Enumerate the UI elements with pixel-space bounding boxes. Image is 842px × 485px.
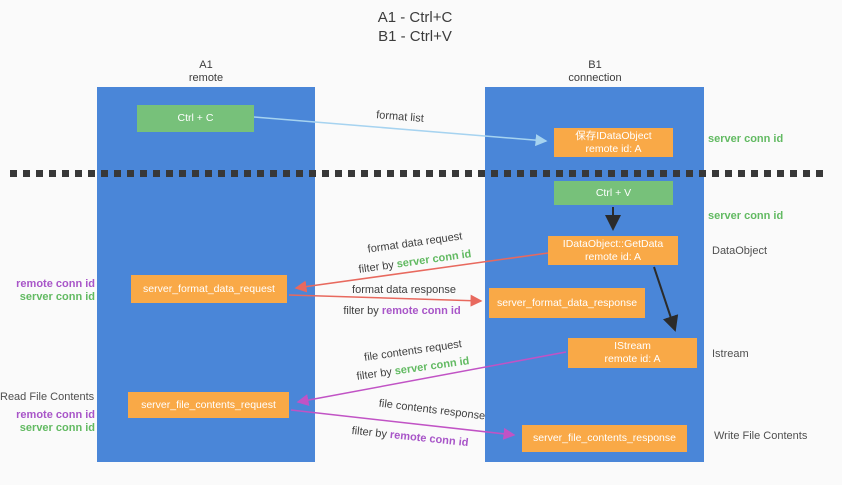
column-b1-role: connection [568, 72, 622, 84]
diagram-title: A1 - Ctrl+C B1 - Ctrl+V [300, 8, 530, 46]
istream-line2: remote id: A [604, 353, 661, 365]
column-a1-role: remote [188, 72, 224, 84]
getdata-line2: remote id: A [584, 250, 642, 263]
server-conn-id-label-mid: server conn id [708, 210, 784, 222]
dataobject-label: DataObject [712, 245, 768, 257]
ctrl-c-label: Ctrl + C [177, 112, 214, 124]
ctrl-c-box: Ctrl + C [137, 105, 254, 132]
column-b1-name: B1 [588, 59, 602, 71]
server-format-data-request-box: server_format_data_request [131, 275, 287, 303]
filter-by-prefix: filter by [355, 365, 396, 383]
column-header-b1: B1 connection [530, 59, 660, 85]
server-format-data-response-label: server_format_data_response [496, 296, 638, 309]
write-file-contents-label: Write File Contents [714, 430, 808, 442]
save-idataobject-line1: 保存IDataObject [575, 129, 652, 142]
save-idataobject-box: 保存IDataObject remote id: A [554, 128, 673, 157]
column-header-a1: A1 remote [141, 59, 271, 85]
ctrl-v-box: Ctrl + V [554, 181, 673, 205]
remote-conn-id-label-2: remote conn id [16, 409, 95, 421]
conn-id-stack-format: remote conn id server conn id [0, 278, 95, 304]
dashed-separator-line [10, 170, 825, 177]
ctrl-v-label: Ctrl + V [595, 186, 632, 199]
remote-conn-id-inline: remote conn id [381, 305, 461, 317]
server-conn-id-label-1: server conn id [19, 291, 95, 303]
format-data-response-label: format data response [352, 284, 456, 296]
istream-side-label: Istream [712, 348, 749, 360]
idataobject-getdata-box: IDataObject::GetData remote id: A [548, 236, 678, 265]
remote-conn-id-inline: remote conn id [389, 428, 469, 450]
filter-by-remote-conn-id-label-1: filter by remote conn id [343, 305, 460, 317]
getdata-line1: IDataObject::GetData [562, 237, 664, 250]
column-a1-name: A1 [199, 59, 213, 71]
server-conn-id-label-2: server conn id [19, 422, 95, 434]
server-format-data-response-box: server_format_data_response [489, 288, 645, 318]
istream-line1: IStream [614, 340, 651, 352]
title-line-a1: A1 - Ctrl+C [377, 9, 453, 26]
format-list-label: format list [375, 109, 425, 125]
filter-by-prefix: filter by [343, 305, 382, 317]
remote-conn-id-label-1: remote conn id [16, 278, 95, 290]
server-conn-id-label-top: server conn id [708, 133, 784, 145]
save-idataobject-line2: remote id: A [585, 142, 642, 155]
server-conn-id-inline: server conn id [393, 355, 471, 378]
server-conn-id-inline: server conn id [395, 248, 473, 271]
server-file-contents-request-box: server_file_contents_request [128, 392, 289, 418]
filter-by-prefix: filter by [351, 424, 391, 441]
title-line-b1: B1 - Ctrl+V [378, 28, 452, 45]
server-file-contents-request-label: server_file_contents_request [141, 398, 276, 411]
read-file-contents-label: Read File Contents [0, 391, 95, 403]
filter-by-remote-conn-id-label-2: filter by remote conn id [351, 425, 469, 449]
file-contents-response-label: file contents response [378, 397, 486, 423]
server-file-contents-response-box: server_file_contents_response [522, 425, 687, 452]
filter-by-prefix: filter by [357, 258, 398, 276]
istream-box: IStream remote id: A [568, 338, 697, 368]
conn-id-stack-file: remote conn id server conn id [0, 409, 95, 435]
server-file-contents-response-label: server_file_contents_response [532, 432, 676, 444]
server-format-data-request-label: server_format_data_request [143, 282, 275, 295]
